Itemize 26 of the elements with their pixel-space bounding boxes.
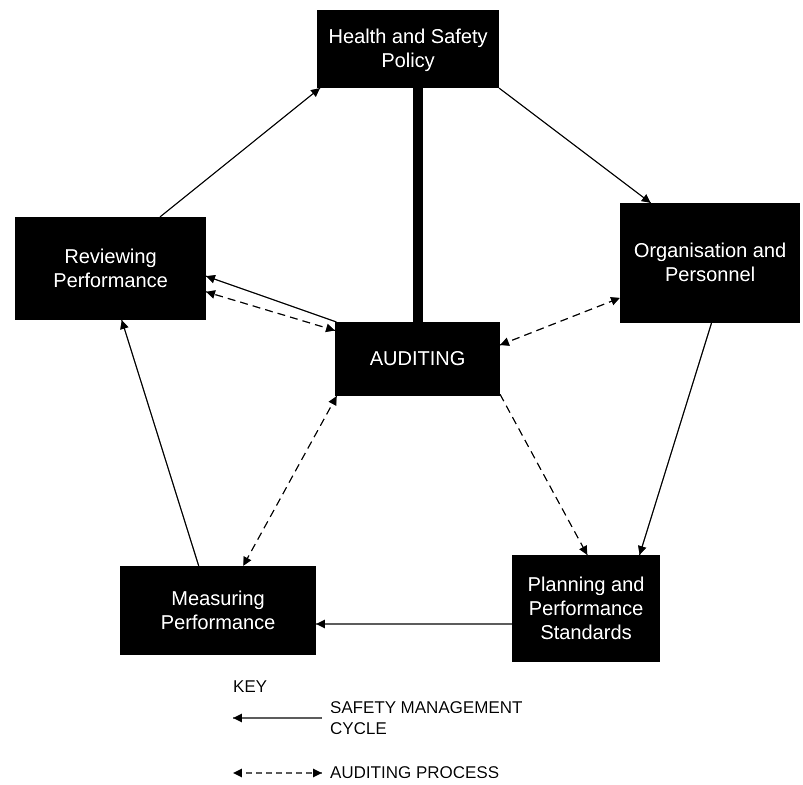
process-box <box>620 203 800 323</box>
thick-bar-connector <box>413 88 423 322</box>
dashed-arrow <box>500 297 620 346</box>
dashed-arrow <box>242 396 338 566</box>
node-label: Health and Safety Policy <box>328 25 488 73</box>
legend-heading: KEY <box>233 676 268 698</box>
arrow <box>160 88 320 218</box>
dashed-arrow <box>499 394 588 556</box>
arrow <box>638 322 712 556</box>
arrow <box>206 274 337 323</box>
legend-label: SAFETY MANAGEMENT CYCLE <box>330 697 524 740</box>
arrow <box>498 87 652 204</box>
node-label: AUDITING <box>370 347 466 371</box>
process-box <box>512 555 660 662</box>
process-box <box>317 10 499 88</box>
node-label: Planning and Performance Standards <box>526 572 646 644</box>
node-label: Reviewing Performance <box>52 244 169 292</box>
process-box <box>15 217 206 320</box>
arrow <box>316 620 512 628</box>
arrow <box>120 320 200 566</box>
node-label: Organisation and Personnel <box>632 239 788 287</box>
legend-label: AUDITING PROCESS <box>330 762 500 784</box>
node-label: Measuring Performance <box>160 586 276 634</box>
dashed-arrow <box>206 290 336 332</box>
process-box <box>120 566 316 655</box>
process-box <box>335 322 500 396</box>
